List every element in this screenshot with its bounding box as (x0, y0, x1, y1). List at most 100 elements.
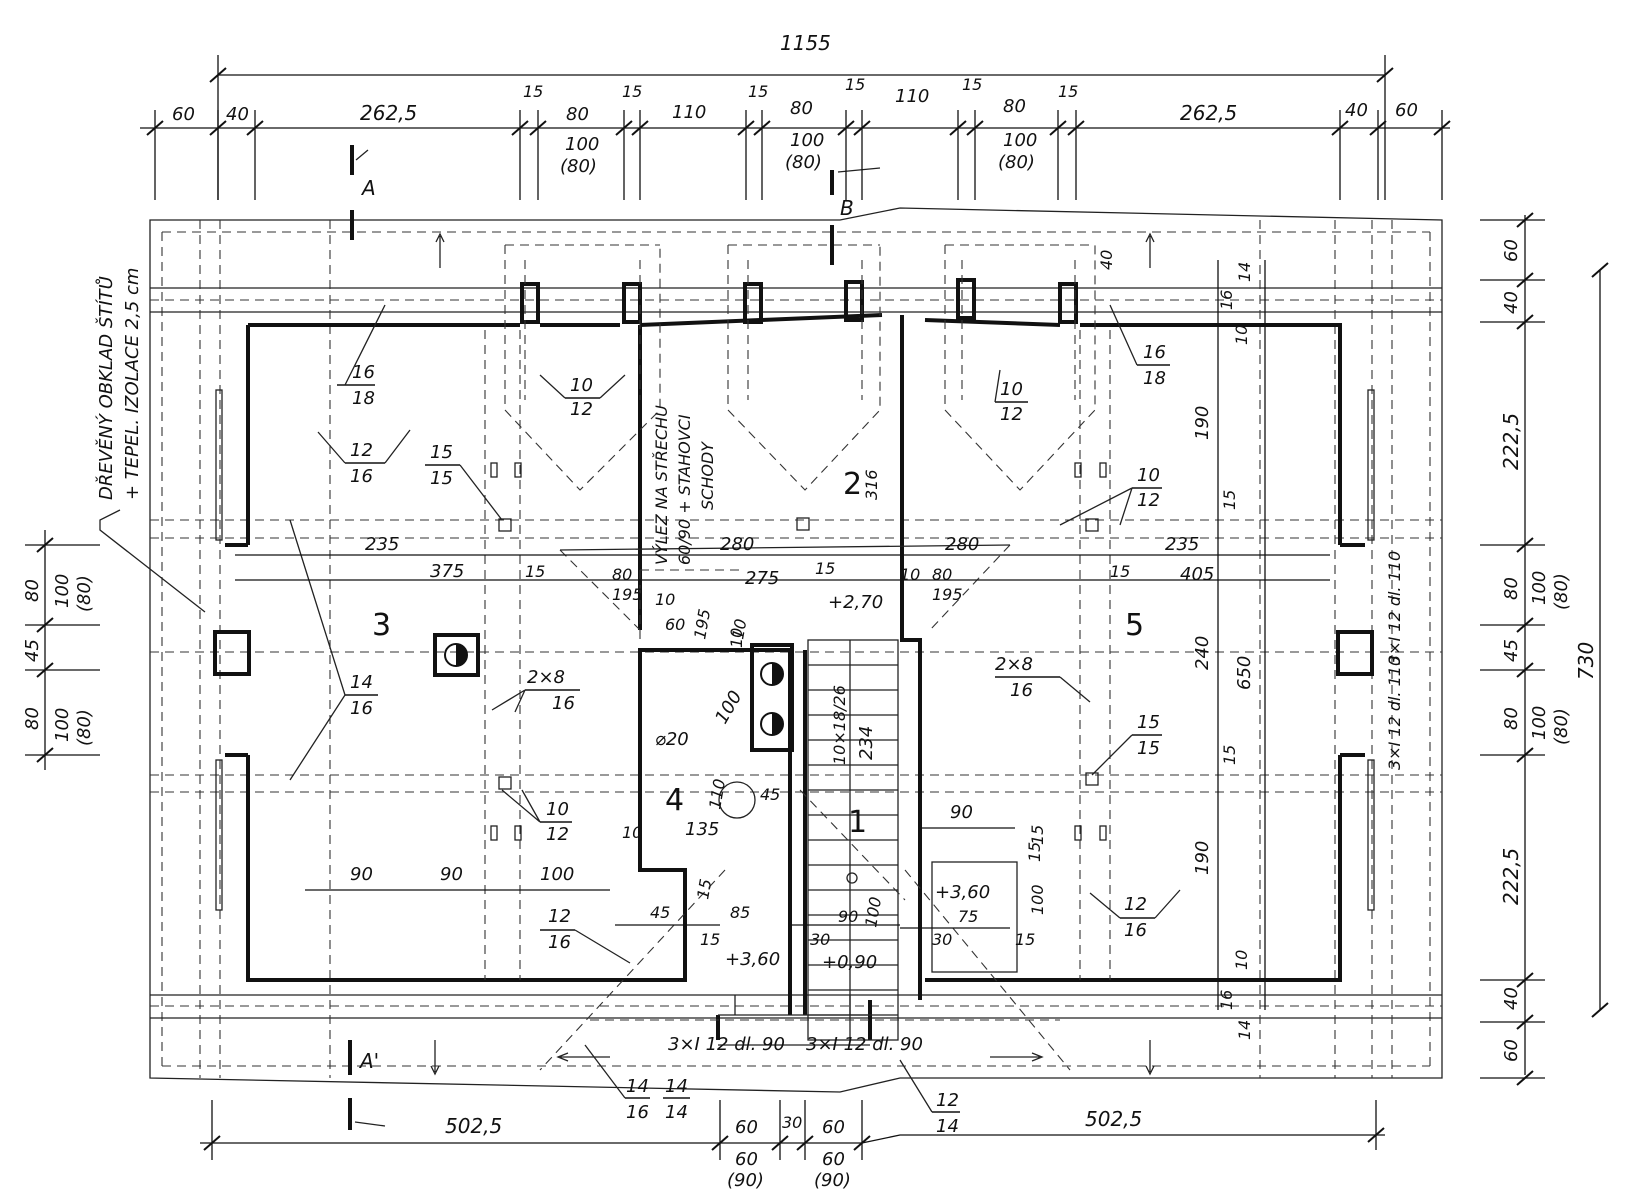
size-9-b: 14 (665, 1102, 688, 1123)
note-middle-line3: SCHODY (698, 441, 717, 510)
dim-bottom-3: 60 (822, 1117, 845, 1138)
window-left-2-a: 100 (52, 708, 73, 742)
dim-inner-17: 195 (932, 585, 963, 604)
dim-inner-50: 14 (1235, 262, 1254, 282)
size-16-a: 15 (1137, 712, 1160, 733)
dormer-posts (520, 278, 1078, 324)
size-5-b: 16 (552, 693, 575, 714)
dim-inner-52: 15 (693, 877, 715, 900)
room-2: 2 (843, 467, 862, 502)
window-top-3-a: 100 (1003, 130, 1037, 151)
chimney-room3 (433, 633, 480, 677)
dim-inner-5: 15 (815, 559, 835, 578)
section-mark-b: B (840, 196, 854, 220)
note-middle-line1: VÝLEZ NA STŘECHU (652, 405, 671, 565)
dim-inner-40: 45 (760, 785, 780, 804)
top-dimension-lines (140, 55, 1451, 200)
room-4: 4 (665, 783, 684, 818)
dim-inner-9: 60 (665, 615, 685, 634)
room-labels: 1 2 3 4 5 316 (372, 467, 1144, 840)
dim-top-4: 80 (566, 104, 589, 125)
room-5: 5 (1125, 608, 1144, 643)
dim-inner-29: 85 (730, 903, 750, 922)
dim-top-13: 15 (1058, 82, 1078, 101)
window-left-2-b: (80) (74, 709, 95, 746)
window-top-2-a: 100 (790, 130, 824, 151)
room-3: 3 (372, 608, 391, 643)
size-3-a: 15 (430, 442, 453, 463)
dim-top-3: 15 (523, 82, 543, 101)
dim-right-6: 222,5 (1499, 848, 1523, 905)
roof-outline (149, 207, 1443, 1093)
dim-bottom-1: 60 (735, 1117, 758, 1138)
dim-top-8: 80 (790, 98, 813, 119)
size-3-b: 15 (430, 468, 453, 489)
dim-right-5: 80 (1501, 707, 1522, 730)
bottom-dimension-lines (200, 1100, 1385, 1160)
size-0-b: 18 (352, 388, 375, 409)
dim-top-10: 110 (895, 86, 929, 107)
dim-total-width: 1155 (780, 31, 831, 55)
size-15-b: 16 (1010, 680, 1033, 701)
dim-top-7: 15 (748, 82, 768, 101)
dim-top-15: 40 (1345, 100, 1368, 121)
dim-right-2: 222,5 (1499, 413, 1523, 470)
dim-inner-51: 40 (1097, 250, 1116, 270)
level-2: +0,90 (822, 952, 877, 973)
dim-inner-8: 10 (655, 590, 675, 609)
bottom-entry (590, 995, 1060, 1046)
dim-inner-7: 195 (612, 585, 643, 604)
dim-inner-3: 280 (720, 534, 754, 555)
dim-inner-44: 100 (711, 687, 746, 727)
dim-inner-55: 90 (950, 802, 973, 823)
room4-fixtures (718, 781, 1018, 973)
dim-top-5: 15 (622, 82, 642, 101)
window-top-2-b: (80) (785, 152, 822, 173)
window-left-1-b: (80) (74, 575, 95, 612)
dim-inner-1: 375 (430, 561, 464, 582)
note-left-line2: + TEPEL. IZOLACE 2,5 cm (122, 268, 143, 500)
dim-inner-31: 100 (861, 895, 885, 928)
levels-and-beams: +2,70 +3,60 +0,90 +3,60 10×18/26 234 3×I… (655, 551, 1404, 1055)
chimney-diameter: ⌀20 (655, 729, 689, 750)
side-windows (213, 389, 1375, 911)
dim-left-1: 45 (22, 639, 43, 662)
dim-bottom-2: 30 (782, 1113, 802, 1132)
dim-left-2: 80 (22, 707, 43, 730)
notes: DŘEVĚNÝ OBKLAD ŠTÍTŮ + TEPEL. IZOLACE 2,… (95, 268, 717, 613)
size-16-b: 15 (1137, 738, 1160, 759)
right-dimension-texts: 60 40 222,5 80 45 80 222,5 40 60 730 100… (1499, 239, 1598, 1062)
dim-inner-24: 190 (1192, 841, 1213, 875)
dim-inner-34: 75 (958, 907, 978, 926)
size-2-a: 12 (350, 440, 373, 461)
section-mark-a-prime: A' (358, 1049, 379, 1073)
dim-top-6: 110 (672, 102, 706, 123)
window-right-1-b: (80) (1551, 573, 1572, 610)
dim-inner-12: 280 (945, 534, 979, 555)
staircase (807, 639, 899, 1041)
dim-inner-32: 30 (810, 930, 830, 949)
size-1-b: 12 (570, 399, 593, 420)
chimney-central (750, 643, 794, 752)
level-3: +3,60 (725, 949, 780, 970)
window-right-2-b: (80) (1551, 708, 1572, 745)
dim-inner-36: 100 (1028, 884, 1047, 915)
beam-0: 3×I 12 dl. 90 (668, 1034, 785, 1055)
dim-inner-16: 80 (932, 565, 952, 584)
window-top-1-a: 100 (565, 134, 599, 155)
beam-1: 3×I 12 dl. 90 (806, 1034, 923, 1055)
dim-inner-48: 10 (1232, 325, 1251, 345)
dim-inner-21: 190 (1192, 406, 1213, 440)
dim-right-7: 40 (1501, 987, 1522, 1010)
window-top-1-b: (80) (560, 156, 597, 177)
size-8-a: 14 (626, 1076, 649, 1097)
size-10-a: 12 (936, 1090, 959, 1111)
bottom-dimension-texts: 502,5 60 30 60 502,5 60 (90) 60 (90) (445, 1107, 1142, 1189)
dim-inner-42: 10 (622, 823, 642, 842)
size-13-b: 12 (1000, 404, 1023, 425)
dim-top-2: 262,5 (360, 101, 417, 125)
size-10-b: 14 (936, 1116, 959, 1137)
beam-2: 3×I 12 dl. 110 (1385, 551, 1404, 665)
size-12-b: 18 (1143, 368, 1166, 389)
